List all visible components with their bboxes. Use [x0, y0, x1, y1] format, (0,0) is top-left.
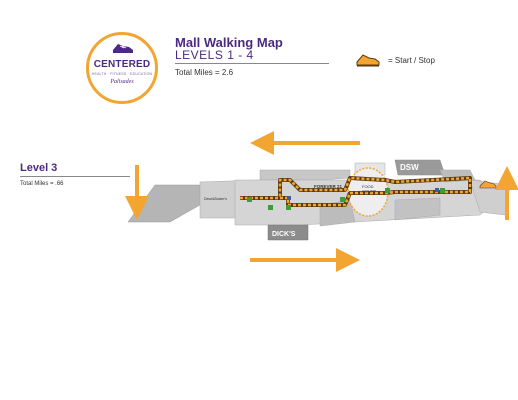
- store-label-dsw: DSW: [400, 163, 419, 172]
- logo-tagline: HEALTH · FITNESS · EDUCATION: [91, 72, 153, 76]
- restroom-icon: [287, 196, 291, 200]
- centered-logo: CENTERED HEALTH · FITNESS · EDUCATION Pa…: [86, 32, 158, 104]
- checkpoint-marker: [247, 197, 252, 202]
- store-block: [394, 197, 441, 221]
- checkpoint-marker: [385, 188, 390, 193]
- store-label-forever21: FOREVER 21: [314, 184, 343, 189]
- store-block: [267, 224, 309, 241]
- checkpoint-marker: [340, 197, 345, 202]
- level-title: Level 3: [20, 162, 58, 174]
- restroom-icon: [435, 188, 439, 192]
- logo-sub-brand: Palisades: [110, 79, 134, 85]
- checkpoint-marker: [440, 188, 445, 193]
- level-total-miles: Total Miles = .66: [20, 181, 64, 187]
- checkpoint-marker: [268, 205, 273, 210]
- sneaker-icon: [356, 54, 380, 67]
- mall-floorplan: [127, 159, 511, 241]
- logo-brand-name: CENTERED: [93, 59, 151, 70]
- store-label-dave-busters: Dave&Buster's: [204, 197, 227, 201]
- checkpoint-marker: [286, 205, 291, 210]
- map-title: Mall Walking Map: [175, 35, 283, 50]
- sneaker-logo-icon: [113, 44, 133, 53]
- store-label-dicks: DICK'S: [272, 231, 296, 238]
- level-divider: [20, 176, 130, 177]
- walking-route: [240, 176, 472, 207]
- store-block: [259, 169, 351, 181]
- title-divider: [175, 63, 329, 64]
- total-miles: Total Miles = 2.6: [175, 68, 234, 77]
- legend-label: = Start / Stop: [388, 56, 435, 65]
- map-subtitle: LEVELS 1 - 4: [175, 48, 254, 62]
